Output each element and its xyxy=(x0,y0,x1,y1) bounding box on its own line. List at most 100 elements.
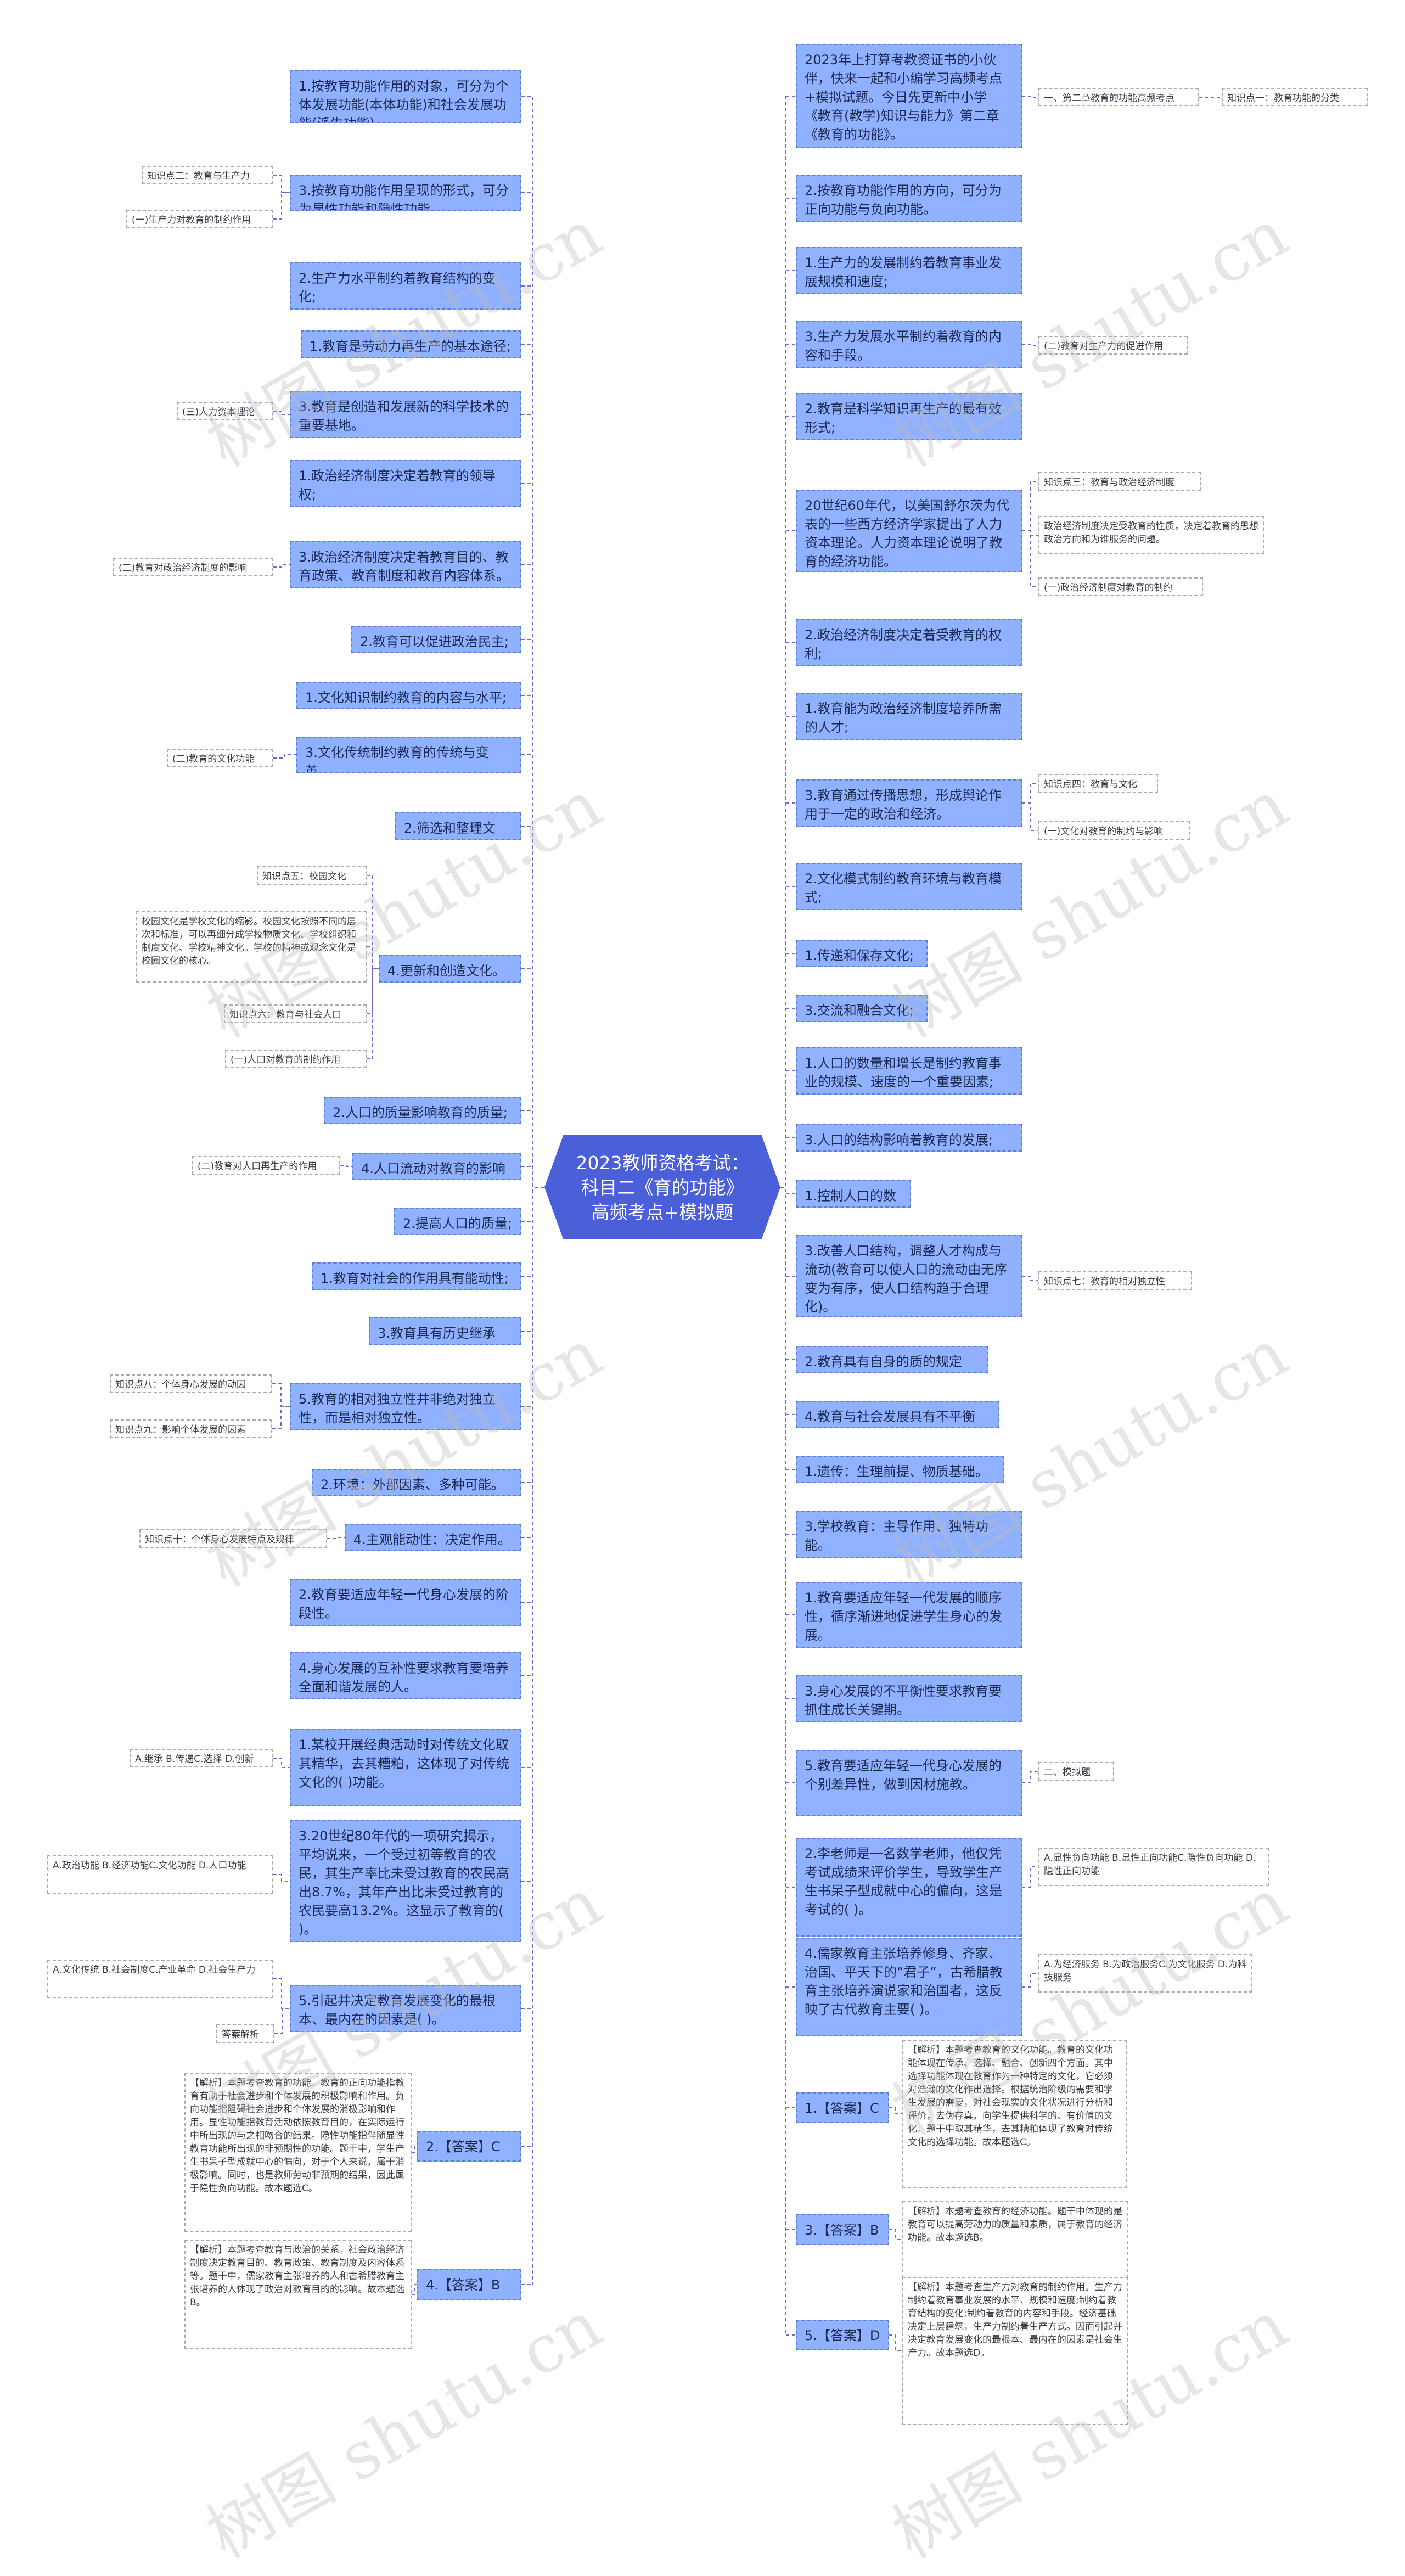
left-topic-node[interactable]: 1.按教育功能作用的对象，可分为个体发展功能(本体功能)和社会发展功能(派生功能… xyxy=(290,70,521,123)
connector-line xyxy=(367,875,379,969)
connector-line xyxy=(273,175,290,193)
connector-line xyxy=(1022,802,1038,831)
left-annotation-note: 知识点二：教育与生产力 xyxy=(142,166,273,184)
right-topic-node[interactable]: 1.教育要适应年轻一代发展的顺序性，循序渐进地促进学生身心的发展。 xyxy=(796,1582,1022,1648)
connector-line xyxy=(889,2107,902,2114)
right-topic-node[interactable]: 1.【答案】C xyxy=(796,2092,889,2123)
connector-line xyxy=(1022,481,1038,531)
right-annotation-note: (一)政治经济制度对教育的制约 xyxy=(1038,577,1203,596)
left-topic-node[interactable]: 1.政治经济制度决定着教育的领导权; xyxy=(290,460,521,507)
mind-map: 2023教师资格考试：科目二《育的功能》高频考点+模拟题 1.按教育功能作用的对… xyxy=(47,44,1368,2573)
left-annotation-note: (一)生产力对教育的制约作用 xyxy=(126,210,273,228)
right-topic-node[interactable]: 2.按教育功能作用的方向，可分为正向功能与负向功能。 xyxy=(796,175,1022,222)
left-topic-node[interactable]: 2.环境：外部因素、多种可能。 xyxy=(312,1469,521,1496)
connector-line xyxy=(327,1537,345,1539)
right-topic-node[interactable]: 3.教育通过传播思想，形成舆论作用于一定的政治和经济。 xyxy=(796,779,1022,827)
left-topic-node[interactable]: 3.教育是创造和发展新的科学技术的重要基地。 xyxy=(290,391,521,438)
right-topic-node[interactable]: 3.【答案】B xyxy=(796,2214,889,2245)
right-topic-node[interactable]: 3.交流和融合文化; xyxy=(796,995,928,1022)
right-annotation-note: A.为经济服务 B.为政治服务C.为文化服务 D.为科技服务 xyxy=(1038,1954,1252,1993)
right-topic-node[interactable]: 1.传递和保存文化; xyxy=(796,940,928,967)
right-topic-node[interactable]: 5.教育要适应年轻一代身心发展的个别差异性，做到因材施教。 xyxy=(796,1750,1022,1816)
left-topic-node[interactable]: 4.主观能动性：决定作用。 xyxy=(345,1524,521,1551)
left-annotation-note: 答案解析 xyxy=(216,2024,274,2043)
right-topic-node[interactable]: 4.儒家教育主张培养修身、齐家、治国、平天下的“君子”，古希腊教育主张培养演说家… xyxy=(796,1938,1022,2036)
right-topic-node[interactable]: 2.教育是科学知识再生产的最有效形式; xyxy=(796,393,1022,440)
right-topic-node[interactable]: 5.【答案】D xyxy=(796,2320,889,2350)
connector-line xyxy=(273,1874,290,1882)
left-annotation-note: (二)教育对政治经济制度的影响 xyxy=(113,558,273,576)
left-topic-node[interactable]: 1.文化知识制约教育的内容与水平; xyxy=(296,682,521,709)
right-annotation-note: 【解析】本题考查教育的经济功能。题干中体现的是教育可以提高劳动力的质量和素质，属… xyxy=(902,2201,1128,2278)
connector-line xyxy=(1022,530,1038,587)
left-topic-node[interactable]: 5.引起并决定教育发展变化的最根本、最内在的因素是( )。 xyxy=(290,1985,521,2032)
connector-line xyxy=(1022,96,1038,98)
right-topic-node[interactable]: 2.政治经济制度决定着受教育的权利; xyxy=(796,619,1022,666)
connector-line xyxy=(273,1758,290,1768)
right-annotation-note: 知识点一：教育功能的分类 xyxy=(1222,88,1368,106)
connector-line xyxy=(272,1383,290,1407)
right-topic-node[interactable]: 4.教育与社会发展具有不平衡性; xyxy=(796,1401,999,1428)
right-topic-node[interactable]: 1.遗传：生理前提、物质基础。 xyxy=(796,1456,1004,1483)
left-topic-node[interactable]: 1.某校开展经典活动时对传统文化取其精华，去其糟粕，这体现了对传统文化的( )功… xyxy=(290,1729,521,1806)
connector-line xyxy=(412,2146,417,2153)
left-annotation-note: 知识点六：教育与社会人口 xyxy=(224,1004,367,1023)
left-topic-node[interactable]: 3.20世纪80年代的一项研究揭示，平均说来，一个受过初等教育的农民，其生产率比… xyxy=(290,1820,521,1942)
right-topic-node[interactable]: 1.控制人口的数量; xyxy=(796,1180,911,1208)
left-topic-node[interactable]: 4.身心发展的互补性要求教育要培养全面和谐发展的人。 xyxy=(290,1652,521,1699)
connector-line xyxy=(274,2008,290,2034)
left-topic-node[interactable]: 4.【答案】B xyxy=(417,2269,521,2300)
right-topic-node[interactable]: 2.李老师是一名数学老师，他仅凭考试成绩来评价学生，导致学生产生书呆子型成就中心… xyxy=(796,1838,1022,1937)
left-topic-node[interactable]: 4.更新和创造文化。 xyxy=(379,955,521,983)
right-topic-node[interactable]: 20世纪60年代，以美国舒尔茨为代表的一些西方经济学家提出了人力资本理论。人力资… xyxy=(796,490,1022,572)
right-topic-node[interactable]: 2.教育具有自身的质的规定性; xyxy=(796,1346,988,1373)
right-annotation-note: 【解析】本题考查教育的文化功能。教育的文化功能体现在传承、选择、融合、创新四个方… xyxy=(902,2040,1127,2188)
left-annotation-note: (二)教育的文化功能 xyxy=(167,749,273,767)
right-annotation-note: 【解析】本题考查生产力对教育的制约作用。生产力制约着教育事业发展的水平、规模和速… xyxy=(902,2277,1128,2425)
left-topic-node[interactable]: 2.筛选和整理文化; xyxy=(395,812,521,840)
right-topic-node[interactable]: 1.生产力的发展制约着教育事业发展规模和速度; xyxy=(796,247,1022,294)
right-annotation-note: 二、模拟题 xyxy=(1038,1762,1114,1781)
connector-line xyxy=(273,1978,290,2009)
left-topic-node[interactable]: 2.【答案】C xyxy=(417,2131,521,2162)
left-topic-node[interactable]: 2.人口的质量影响教育的质量; xyxy=(324,1097,521,1124)
left-topic-node[interactable]: 2.生产力水平制约着教育结构的变化; xyxy=(290,262,521,310)
left-annotation-note: 知识点十：个体身心发展特点及规律 xyxy=(139,1529,327,1548)
right-topic-node[interactable]: 3.身心发展的不平衡性要求教育要抓住成长关键期。 xyxy=(796,1675,1022,1722)
left-topic-node[interactable]: 2.教育可以促进政治民主; xyxy=(351,626,521,653)
left-topic-node[interactable]: 1.教育对社会的作用具有能动性; xyxy=(312,1262,521,1290)
left-topic-node[interactable]: 3.文化传统制约教育的传统与变革。 xyxy=(296,737,521,773)
left-topic-node[interactable]: 1.教育是劳动力再生产的基本途径; xyxy=(301,330,521,358)
connector-line xyxy=(273,564,290,568)
left-topic-node[interactable]: 2.提高人口的质量; xyxy=(394,1208,521,1235)
left-annotation-note: 【解析】本题考查教育与政治的关系。社会政治经济制度决定教育目的、教育政策、教育制… xyxy=(184,2240,412,2349)
right-topic-node[interactable]: 1.人口的数量和增长是制约教育事业的规模、速度的一个重要因素; xyxy=(796,1047,1022,1095)
left-topic-node[interactable]: 2.教育要适应年轻一代身心发展的阶段性。 xyxy=(290,1579,521,1626)
left-annotation-note: A.文化传统 B.社会制度C.产业革命 D.社会生产力 xyxy=(47,1960,273,1998)
left-annotation-note: A.继承 B.传递C.选择 D.创新 xyxy=(130,1749,273,1767)
right-topic-node[interactable]: 3.生产力发展水平制约着教育的内容和手段。 xyxy=(796,321,1022,368)
left-topic-node[interactable]: 3.政治经济制度决定着教育目的、教育政策、教育制度和教育内容体系。 xyxy=(290,541,521,588)
right-annotation-note: (一)文化对教育的制约与影响 xyxy=(1038,821,1190,840)
connector-line xyxy=(1022,1973,1038,1988)
left-annotation-note: (三)人力资本理论 xyxy=(177,402,273,420)
left-topic-node[interactable]: 3.教育具有历史继承性; xyxy=(369,1317,521,1345)
left-annotation-note: 校园文化是学校文化的缩影。校园文化按照不同的层次和标准，可以再细分成学校物质文化… xyxy=(136,911,367,983)
right-topic-node[interactable]: 2023年上打算考教资证书的小伙伴，快来一起和小编学习高频考点+模拟试题。今日先… xyxy=(796,44,1022,148)
right-topic-node[interactable]: 2.文化模式制约教育环境与教育模式; xyxy=(796,863,1022,910)
connector-line xyxy=(367,968,379,1014)
right-topic-node[interactable]: 3.人口的结构影响着教育的发展; xyxy=(796,1124,1022,1152)
right-topic-node[interactable]: 3.改善人口结构，调整人才构成与流动(教育可以使人口的流动由无序变为有序，使人口… xyxy=(796,1235,1022,1317)
connector-line xyxy=(1022,783,1038,804)
connector-line xyxy=(412,2284,417,2295)
right-annotation-note: (二)教育对生产力的促进作用 xyxy=(1038,336,1188,355)
right-topic-node[interactable]: 3.学校教育：主导作用、独特功能。 xyxy=(796,1511,1022,1558)
root-topic[interactable]: 2023教师资格考试：科目二《育的功能》高频考点+模拟题 xyxy=(544,1135,780,1239)
left-annotation-note: 知识点九：影响个体发展的因素 xyxy=(110,1419,272,1438)
left-annotation-note: 【解析】本题考查教育的功能。教育的正向功能指教育有助于社会进步和个体发展的积极影… xyxy=(184,2073,412,2232)
left-topic-node[interactable]: 3.按教育功能作用呈现的形式，可分为显性功能和隐性功能。 xyxy=(290,175,521,211)
right-topic-node[interactable]: 1.教育能为政治经济制度培养所需的人才; xyxy=(796,693,1022,740)
connector-line xyxy=(367,946,379,969)
left-topic-node[interactable]: 5.教育的相对独立性并非绝对独立性，而是相对独立性。 xyxy=(290,1383,521,1430)
left-topic-node[interactable]: 4.人口流动对教育的影响 xyxy=(352,1153,521,1180)
